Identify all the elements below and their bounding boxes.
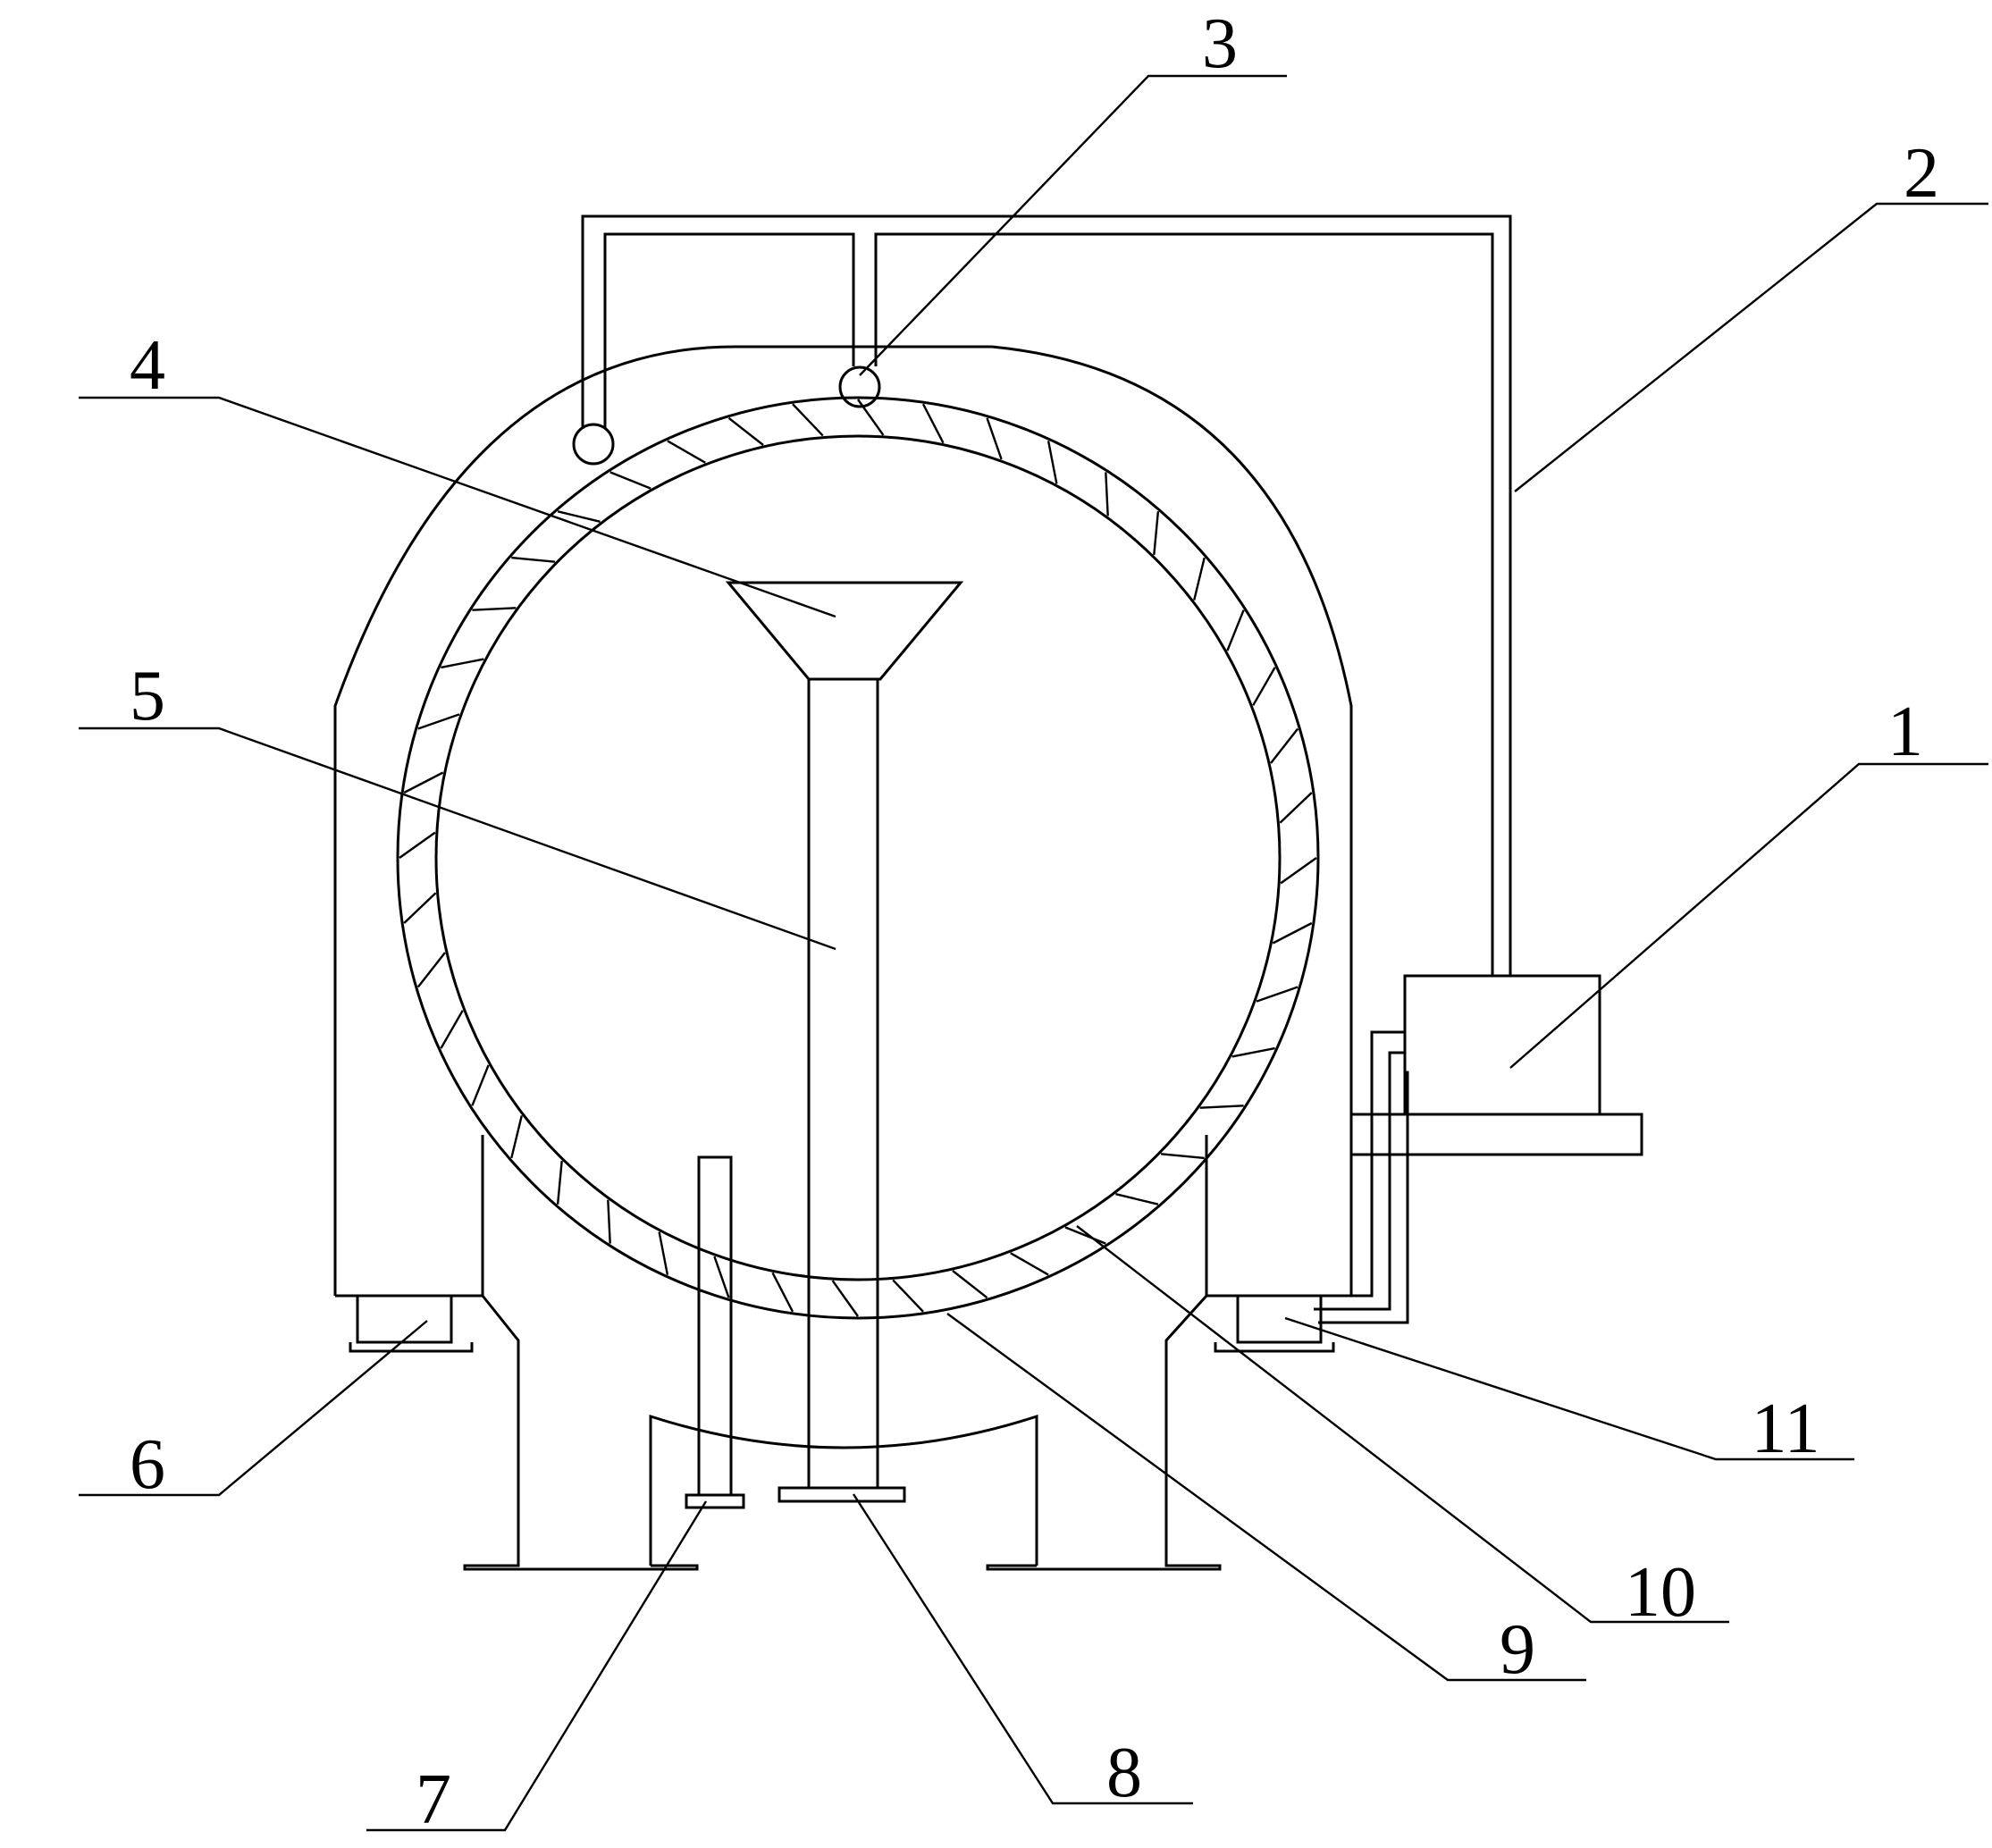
hatch-line [1193, 557, 1206, 601]
right-support [986, 1135, 1222, 1571]
hatch-line [403, 892, 437, 924]
hatch-line [403, 771, 444, 794]
funnel [725, 581, 964, 681]
hatch-line [1272, 921, 1313, 945]
hatch-line [416, 952, 446, 988]
cable-conduit [1309, 1030, 1409, 1324]
label-10: 10 [1625, 1553, 1696, 1632]
leader-5 [79, 727, 836, 951]
hatch-line [1160, 1153, 1205, 1160]
foot-left [349, 1296, 474, 1353]
callout-labels: 1 2 3 4 5 6 7 8 9 10 11 [130, 4, 1939, 1839]
label-6: 6 [130, 1425, 165, 1504]
label-8: 8 [1106, 1734, 1142, 1812]
leader-9 [946, 1313, 1586, 1682]
hatch-line [713, 1256, 730, 1298]
label-11: 11 [1751, 1390, 1820, 1468]
hatch-line [441, 658, 484, 669]
leader-7 [366, 1500, 708, 1832]
outer-housing [333, 345, 1353, 1296]
controller-box [1403, 974, 1601, 1116]
sensor-top [838, 365, 881, 408]
hatch-line [771, 1272, 794, 1313]
shelf [1349, 1113, 1643, 1156]
leader-11 [1284, 1316, 1854, 1461]
label-5: 5 [130, 657, 165, 735]
column-base-plate [777, 1486, 906, 1503]
hatch-line [667, 440, 706, 464]
hatch-line [831, 1280, 859, 1317]
ring-hatching [399, 399, 1317, 1317]
hatch-line [921, 403, 945, 444]
hatch-line [471, 1064, 490, 1106]
hatch-line [1199, 1105, 1244, 1109]
hatch-line [1252, 667, 1276, 706]
bottom-cradle [649, 1414, 1038, 1566]
leader-1 [1509, 762, 1988, 1069]
hatch-line [607, 1199, 611, 1244]
leader-4 [79, 396, 836, 618]
hatch-line [1226, 609, 1245, 651]
hatch-line [556, 1160, 563, 1205]
hatch-line [417, 713, 460, 730]
hatch-line [472, 607, 517, 611]
hatch-line [892, 1279, 924, 1313]
ring-inner [434, 434, 1282, 1281]
leader-10 [1076, 1225, 1729, 1624]
hatch-line [986, 417, 1003, 460]
hatch-line [1105, 472, 1109, 517]
label-4: 4 [130, 326, 165, 405]
hatch-line [510, 1115, 523, 1159]
central-column [807, 679, 879, 1488]
leader-3 [859, 74, 1287, 376]
sensor-left [572, 423, 615, 466]
hatch-line [1115, 1193, 1159, 1205]
leader-lines [79, 74, 1988, 1832]
hatch-line [511, 556, 556, 563]
label-3: 3 [1202, 4, 1238, 83]
hatch-line [952, 1270, 988, 1299]
hatch-line [609, 471, 651, 490]
leader-6 [79, 1320, 428, 1497]
hatch-line [1046, 441, 1058, 484]
label-9: 9 [1500, 1610, 1535, 1689]
hatch-line [1231, 1046, 1275, 1058]
hatch-line [658, 1231, 669, 1275]
left-support [463, 1135, 699, 1571]
foot-right [1214, 1296, 1335, 1353]
hatch-line [1064, 1226, 1106, 1245]
side-pipe-base [685, 1493, 745, 1509]
pipe-inner [603, 232, 1494, 976]
hatch-line [440, 1010, 464, 1049]
hatch-line [1256, 986, 1299, 1003]
hatch-line [1010, 1252, 1049, 1276]
label-2: 2 [1904, 134, 1939, 213]
hatch-line [792, 403, 824, 437]
hatch-line [727, 416, 764, 446]
label-1: 1 [1887, 693, 1923, 771]
side-pipe [697, 1155, 733, 1497]
label-7: 7 [416, 1760, 451, 1839]
hatch-line [557, 510, 601, 523]
leader-2 [1514, 202, 1988, 492]
hatch-line [1153, 511, 1160, 556]
hatch-line [1280, 857, 1317, 885]
pipe-outer [581, 214, 1512, 976]
hatch-line [1270, 727, 1299, 764]
ring-outer [396, 396, 1320, 1320]
leader-8 [852, 1493, 1193, 1805]
hatch-line [399, 831, 436, 859]
hatch-line [1279, 792, 1313, 824]
